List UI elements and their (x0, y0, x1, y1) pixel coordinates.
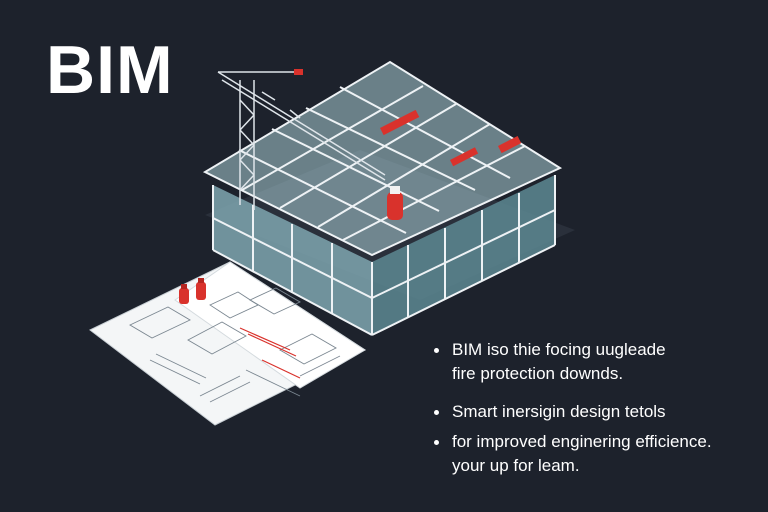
fire-extinguisher-icon (179, 278, 206, 304)
feature-bullet-list: BIM iso thie focing uugleade fire protec… (432, 338, 762, 492)
bullet-item-2: Smart inersigin design tetols (432, 400, 762, 424)
tower-crane-icon (217, 71, 386, 210)
bullet-text: fire protection downds. (452, 364, 624, 383)
bullet-text: Smart inersigin design tetols (452, 402, 666, 421)
fire-extinguisher-icon (387, 186, 403, 220)
building-roof (205, 62, 560, 255)
bullet-dot (434, 410, 439, 415)
crane-counterweight (294, 69, 303, 75)
bullet-text: for improved enginering efficience. (452, 432, 712, 451)
bullet-text: BIM iso thie focing uugleade (452, 340, 666, 359)
page-title: BIM (46, 32, 174, 108)
bullet-dot (434, 440, 439, 445)
bullet-dot (434, 348, 439, 353)
bullet-item-3: for improved enginering efficience. your… (432, 430, 762, 478)
bullet-text: your up for leam. (452, 456, 580, 475)
bullet-item-1: BIM iso thie focing uugleade fire protec… (432, 338, 762, 386)
